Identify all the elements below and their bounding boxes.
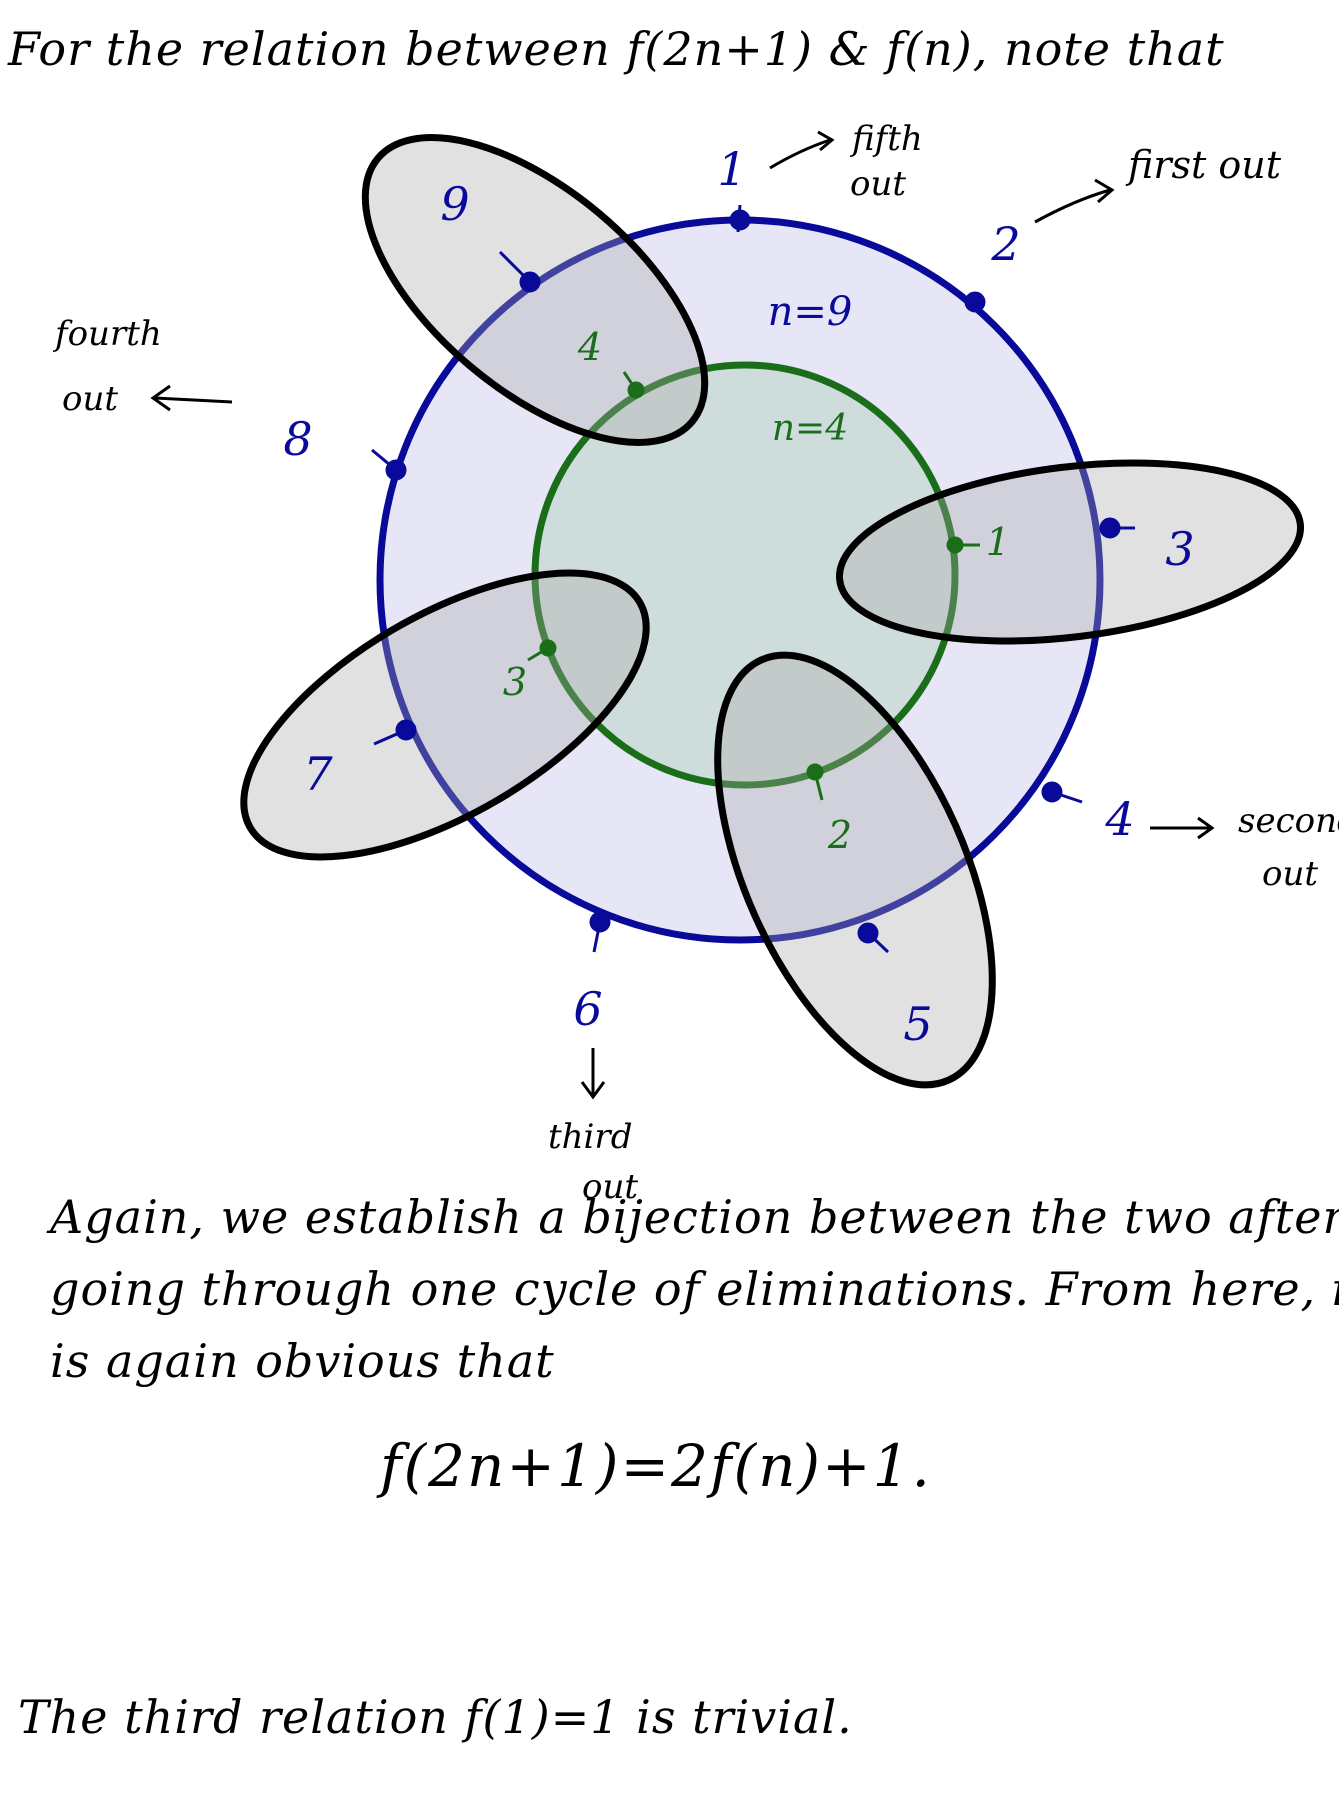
paragraph-line-2: going through one cycle of eliminations.… <box>50 1262 1339 1316</box>
first-out-note: first out <box>1125 143 1282 187</box>
outer-position-marks <box>371 204 1135 954</box>
first-out-arrowhead <box>1094 178 1115 204</box>
outer-circle-label: n=9 <box>768 289 853 335</box>
outer-number-6: 6 <box>573 982 602 1036</box>
heading-text: For the relation between f(2n+1) & f(n),… <box>8 22 1225 76</box>
second-out-line2: out <box>1262 854 1318 894</box>
second-out-arrowhead <box>1197 816 1215 840</box>
third-out-line2: out <box>582 1167 638 1207</box>
outer-number-3: 3 <box>1165 522 1194 576</box>
elimination-notes: fifth out first out second out third out… <box>52 119 1339 1207</box>
ellipse-3-to-1 <box>835 459 1305 645</box>
third-out-arrowhead <box>580 1081 606 1100</box>
fifth-out-line2: out <box>850 164 906 204</box>
outer-number-4: 4 <box>1104 792 1134 846</box>
fourth-out-arrow <box>154 396 233 404</box>
fifth-out-arrow <box>769 138 831 170</box>
outer-number-2: 2 <box>990 217 1020 271</box>
outer-number-1: 1 <box>717 142 746 196</box>
inner-position-marks <box>527 371 980 801</box>
inner-tick-4 <box>622 371 638 391</box>
closing-text: The third relation f(1)=1 is trivial. <box>18 1690 853 1744</box>
third-out-line1: third <box>548 1117 632 1157</box>
inner-circle-label: n=4 <box>772 408 848 449</box>
inner-number-1: 1 <box>986 520 1010 564</box>
second-out-line1: second <box>1238 801 1339 841</box>
outer-tick-1 <box>736 204 742 233</box>
outer-tick-4 <box>1051 790 1083 804</box>
paragraph-line-1: Again, we establish a bijection between … <box>50 1190 1339 1244</box>
inner-number-2: 2 <box>827 813 852 857</box>
fourth-out-line2: out <box>62 379 118 419</box>
outer-number-8: 8 <box>283 412 312 466</box>
outer-tick-8 <box>371 448 397 472</box>
fourth-out-arrowhead <box>150 384 171 412</box>
fifth-out-line1: fifth <box>849 119 923 159</box>
fifth-out-arrowhead <box>817 130 835 152</box>
fourth-out-line1: fourth <box>52 314 162 354</box>
outer-number-9: 9 <box>440 177 469 231</box>
ellipse-5-to-2 <box>714 651 996 1089</box>
outer-tick-9 <box>498 250 532 284</box>
inner-tick-2 <box>813 771 824 801</box>
outer-tick-5 <box>866 931 890 954</box>
elimination-ellipses <box>240 134 1305 1089</box>
outer-number-5: 5 <box>903 997 932 1051</box>
paragraph-line-3: is again obvious that <box>50 1334 555 1388</box>
inner-number-4: 4 <box>577 325 602 369</box>
recurrence-formula: f(2n+1)=2f(n)+1. <box>380 1432 932 1500</box>
outer-mark-2 <box>964 291 986 313</box>
outer-numbers: 1 2 3 4 5 6 7 8 9 <box>283 142 1194 1051</box>
first-out-arrow <box>1034 188 1111 224</box>
outer-number-7: 7 <box>303 747 333 801</box>
outer-tick-7 <box>373 728 407 746</box>
inner-number-3: 3 <box>503 660 527 704</box>
inner-numbers: 1 2 3 4 <box>503 325 1010 857</box>
outer-tick-6 <box>592 921 602 953</box>
inner-tick-3 <box>527 646 549 662</box>
